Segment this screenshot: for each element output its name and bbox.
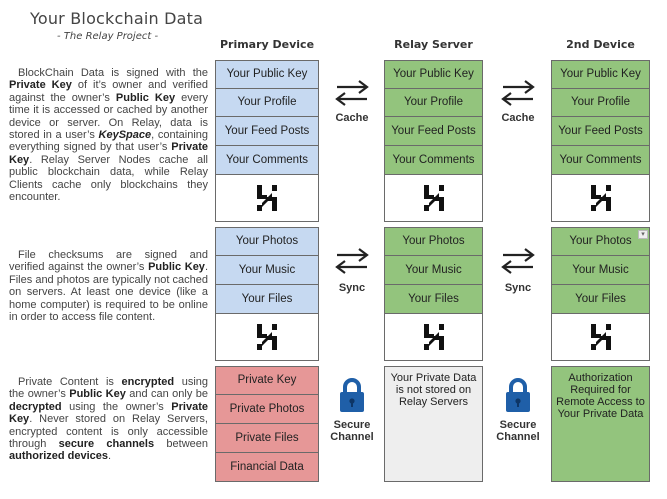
primary-financial-data-cell: Financial Data [215,452,319,482]
primary-public-key-cell: Your Public Key [215,60,319,89]
sync-connector-2: Sync [493,247,543,294]
second-private-note-cell: Authorization Required for Remote Access… [551,366,650,482]
cache-label: Cache [501,112,535,124]
relay-logo-icon [423,323,445,351]
second-photos-cell: Your Photos [551,227,650,256]
cache-label: Cache [335,112,369,124]
second-feed-posts-cell: Your Feed Posts [551,116,650,146]
lock-icon [505,377,531,413]
exchange-arrows-icon [335,247,369,275]
dropper-icon[interactable]: ▾ [638,230,648,239]
page-title: Your Blockchain Data [30,9,204,28]
files-description: File checksums are signed and verified a… [9,249,208,324]
relay-profile-cell: Your Profile [384,88,483,117]
relay-files-cell: Your Files [384,284,483,314]
second-comments-cell: Your Comments [551,145,650,175]
sync-connector-1: Sync [327,247,377,294]
relay-music-cell: Your Music [384,255,483,285]
second-profile-cell: Your Profile [551,88,650,117]
primary-feed-posts-cell: Your Feed Posts [215,116,319,146]
primary-private-photos-cell: Private Photos [215,394,319,424]
sync-label: Sync [338,282,366,294]
primary-private-files-cell: Private Files [215,423,319,453]
secure-label: Secure [333,419,371,431]
primary-music-cell: Your Music [215,255,319,285]
second-public-key-cell: Your Public Key [551,60,650,89]
secure-channel-connector-2: Secure Channel [488,377,548,443]
primary-files-logo-cell [215,313,319,361]
second-music-cell: Your Music [551,255,650,285]
relay-logo-icon [590,184,612,212]
second-files-cell: Your Files [551,284,650,314]
exchange-arrows-icon [501,79,535,107]
blockchain-description: BlockChain Data is signed with the Priva… [9,67,208,204]
channel-label: Channel [330,431,374,443]
relay-logo-icon [256,184,278,212]
relay-logo-icon [590,323,612,351]
relay-private-note-cell: Your Private Data is not stored on Relay… [384,366,483,482]
exchange-arrows-icon [335,79,369,107]
lock-icon [339,377,365,413]
primary-profile-cell: Your Profile [215,88,319,117]
page-subtitle: - The Relay Project - [57,31,159,42]
relay-public-key-cell: Your Public Key [384,60,483,89]
cache-connector-2: Cache [493,79,543,124]
exchange-arrows-icon [501,247,535,275]
sync-label: Sync [504,282,532,294]
column-heading-primary-device: Primary Device [219,38,315,51]
relay-files-logo-cell [384,313,483,361]
relay-logo-icon [256,323,278,351]
primary-photos-cell: Your Photos [215,227,319,256]
cache-connector-1: Cache [327,79,377,124]
primary-private-key-cell: Private Key [215,366,319,395]
channel-label: Channel [496,431,540,443]
relay-photos-cell: Your Photos [384,227,483,256]
relay-feed-posts-cell: Your Feed Posts [384,116,483,146]
column-heading-relay-server: Relay Server [394,38,473,51]
private-description: Private Content is encrypted using the o… [9,376,208,463]
second-blockchain-logo-cell [551,174,650,222]
relay-comments-cell: Your Comments [384,145,483,175]
relay-blockchain-logo-cell [384,174,483,222]
secure-label: Secure [499,419,537,431]
secure-channel-connector-1: Secure Channel [322,377,382,443]
primary-comments-cell: Your Comments [215,145,319,175]
primary-blockchain-logo-cell [215,174,319,222]
second-files-logo-cell [551,313,650,361]
relay-logo-icon [423,184,445,212]
column-heading-2nd-device: 2nd Device [566,38,635,51]
primary-files-cell: Your Files [215,284,319,314]
